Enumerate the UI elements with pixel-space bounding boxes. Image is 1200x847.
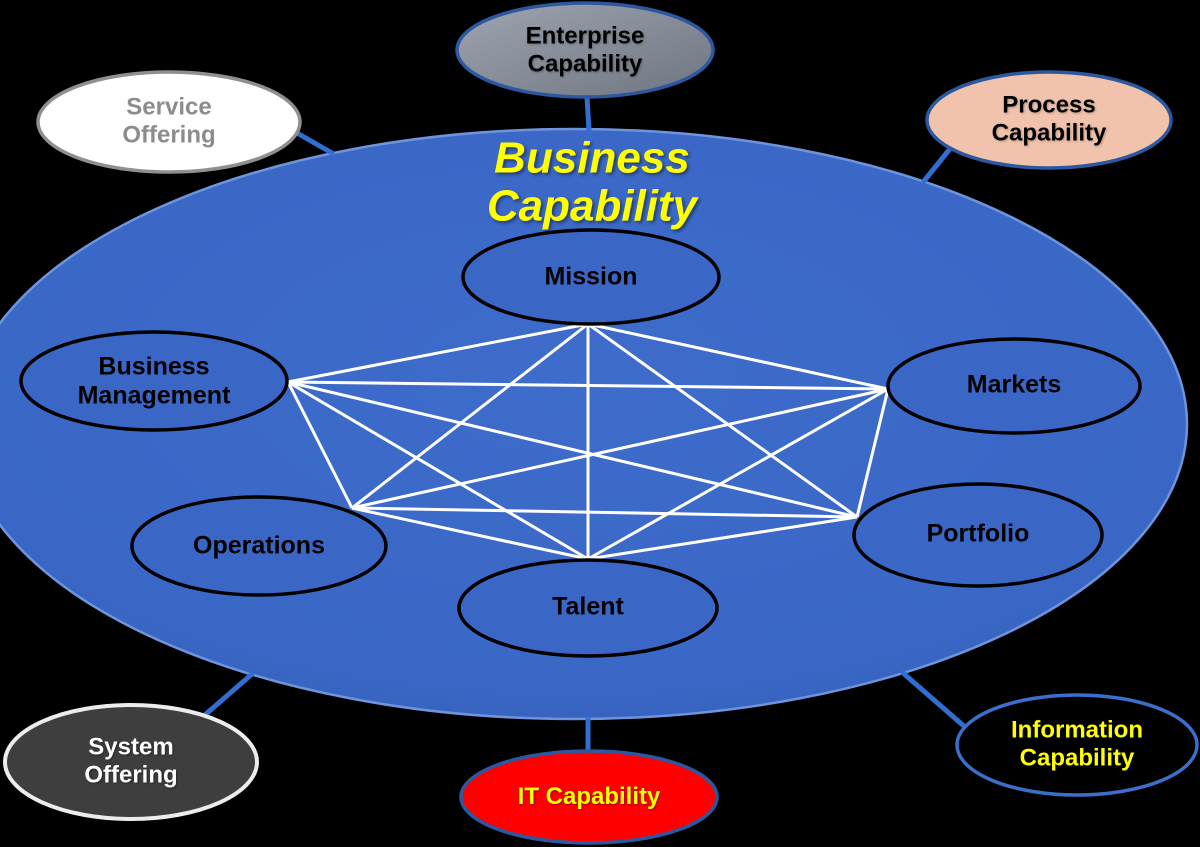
- operations-node: [130, 495, 388, 597]
- markets-label: Markets: [966, 370, 1062, 399]
- operations-label: Operations: [193, 531, 325, 560]
- edge-business-management-markets: [287, 380, 889, 391]
- edge-mission-portfolio: [587, 322, 858, 519]
- connector-system-offering: [203, 671, 255, 717]
- inner-network-lines: [286, 322, 890, 561]
- it-capability-label: IT Capability: [517, 783, 661, 811]
- edge-business-management-portfolio: [287, 380, 858, 519]
- business-management-node: [19, 330, 289, 432]
- enterprise-capability-label: Enterprise Capability: [525, 22, 645, 77]
- mission-label: Mission: [544, 262, 638, 291]
- connector-service-offering: [294, 130, 335, 156]
- portfolio-label: Portfolio: [926, 519, 1030, 548]
- it-capability-node: [459, 749, 719, 845]
- system-offering-label: System Offering: [84, 733, 178, 788]
- edge-mission-operations: [351, 322, 589, 510]
- portfolio-node: [852, 482, 1104, 588]
- edge-business-management-operations: [286, 381, 354, 509]
- connector-enterprise-capability: [584, 94, 592, 134]
- process-capability-label: Process Capability: [991, 91, 1107, 146]
- enterprise-capability-node: [455, 1, 715, 99]
- edge-operations-talent: [351, 506, 589, 561]
- edge-markets-portfolio: [855, 388, 890, 518]
- markets-node: [886, 337, 1142, 435]
- information-capability-node: [955, 693, 1199, 797]
- edge-markets-operations: [351, 387, 889, 510]
- talent-node: [457, 558, 719, 658]
- talent-label: Talent: [552, 592, 624, 621]
- service-offering-label: Service Offering: [122, 93, 216, 148]
- business-capability-title: Business Capability: [486, 133, 698, 230]
- edge-business-management-talent: [287, 380, 589, 561]
- process-capability-node: [925, 70, 1173, 170]
- business-management-label: Business Management: [77, 352, 231, 409]
- connector-process-capability: [921, 147, 952, 184]
- edge-markets-talent: [587, 387, 889, 561]
- information-capability-label: Information Capability: [1011, 716, 1143, 771]
- connector-information-capability: [900, 670, 968, 730]
- edge-portfolio-talent: [587, 515, 858, 561]
- edge-operations-portfolio: [351, 506, 858, 519]
- mission-node: [461, 228, 721, 326]
- edge-mission-business-management: [287, 322, 589, 384]
- service-offering-node: [36, 70, 302, 174]
- edge-mission-markets: [587, 322, 889, 391]
- system-offering-node: [3, 703, 259, 821]
